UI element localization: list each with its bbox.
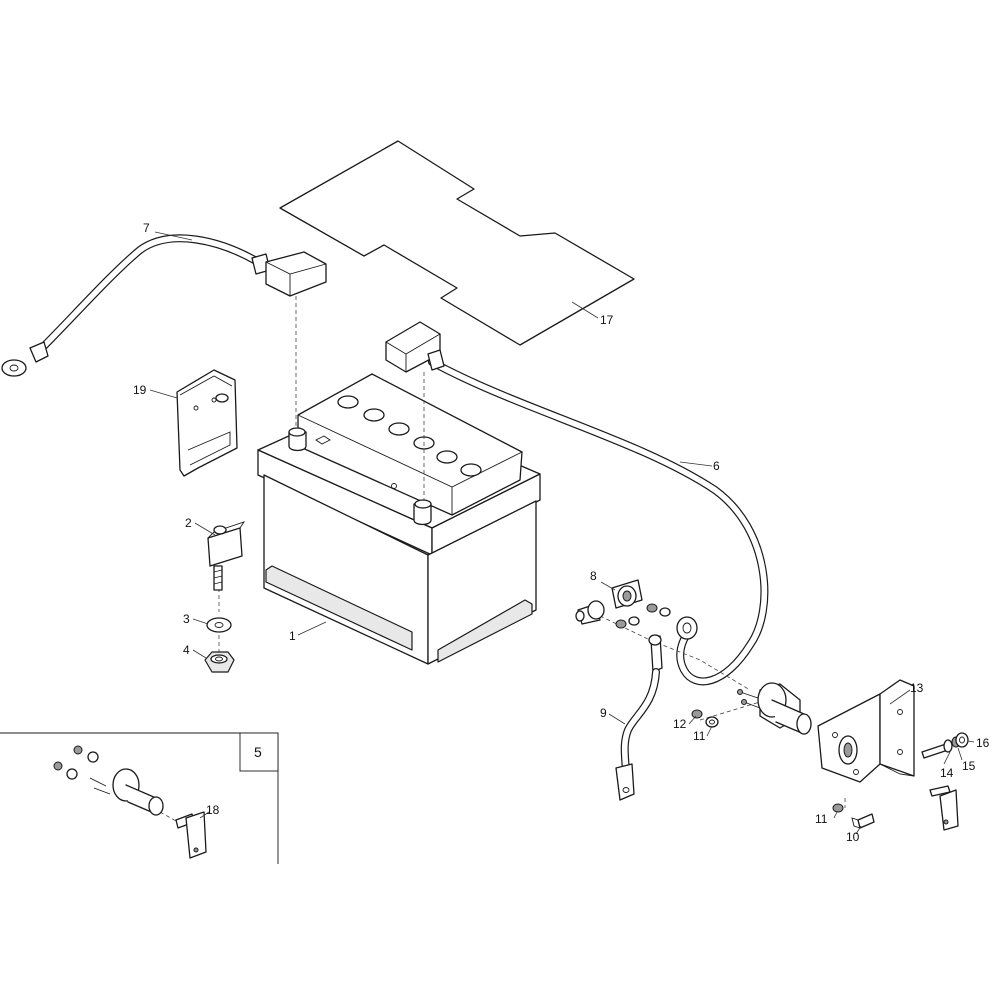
- callout-7: 7: [143, 221, 150, 235]
- bracket-bolt: [832, 803, 875, 829]
- callout-15: 15: [962, 759, 976, 773]
- washer-nut-set: [691, 709, 719, 728]
- callout-17: 17: [600, 313, 614, 327]
- side-hardware: [921, 732, 969, 759]
- callout-10: 10: [846, 830, 860, 844]
- mounting-bracket: [817, 679, 915, 783]
- battery-mat: [279, 140, 635, 346]
- callout-11-a: 11: [693, 729, 706, 743]
- switch-key: [929, 785, 959, 831]
- callout-8: 8: [590, 569, 597, 583]
- callout-16: 16: [976, 736, 990, 750]
- callout-12: 12: [673, 717, 687, 731]
- positive-cable: [385, 321, 769, 686]
- callout-3: 3: [183, 612, 190, 626]
- callout-5: 5: [254, 744, 262, 760]
- hold-down-bolt: [207, 521, 246, 591]
- callout-18: 18: [206, 803, 220, 817]
- callout-9: 9: [600, 706, 607, 720]
- callout-6: 6: [713, 459, 720, 473]
- nut: [204, 651, 235, 673]
- washer: [206, 617, 232, 633]
- callout-14: 14: [940, 766, 954, 780]
- callouts: 7 17 19 6 2 8 3 1 4 13 9 12 11 16 14 15 …: [133, 221, 990, 844]
- callout-1: 1: [289, 629, 296, 643]
- callout-19: 19: [133, 383, 147, 397]
- isolator-switch: [737, 682, 812, 735]
- callout-11-b: 11: [815, 812, 828, 826]
- leader-lines: [149, 231, 975, 835]
- inset-box: [0, 732, 279, 864]
- terminal-cover: [176, 369, 238, 477]
- ground-strap: [615, 634, 663, 801]
- negative-cable: [1, 234, 327, 377]
- callout-4: 4: [183, 643, 190, 657]
- callout-2: 2: [185, 516, 192, 530]
- battery: [257, 373, 541, 665]
- callout-13: 13: [910, 681, 924, 695]
- terminal-bolts: [575, 579, 671, 629]
